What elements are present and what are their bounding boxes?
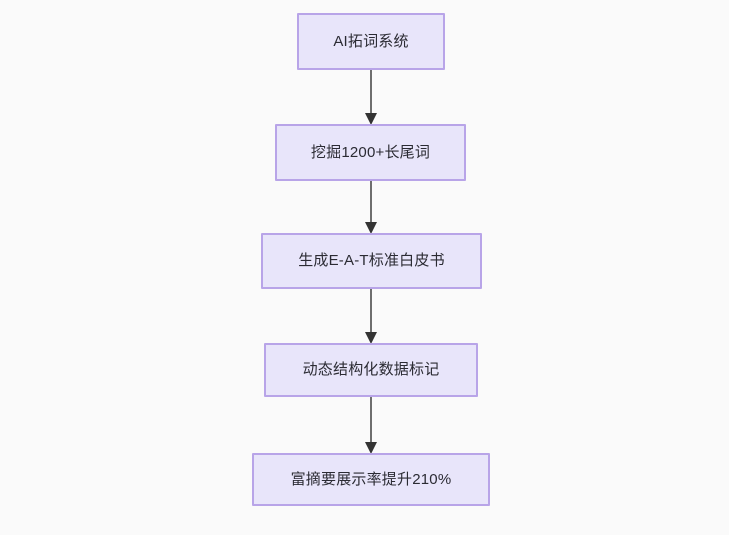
flowchart-node-ai-keyword-system[interactable]: AI拓词系统 xyxy=(297,13,445,70)
edge-n2-n3 xyxy=(361,181,381,235)
flowchart-node-rich-snippet-rate-increase[interactable]: 富摘要展示率提升210% xyxy=(252,453,490,506)
node-label: 生成E-A-T标准白皮书 xyxy=(298,252,445,269)
node-label: AI拓词系统 xyxy=(333,32,409,50)
edge-n1-n2 xyxy=(361,70,381,126)
flowchart-node-generate-eat-whitepaper[interactable]: 生成E-A-T标准白皮书 xyxy=(261,233,482,289)
edge-n3-n4 xyxy=(361,289,381,345)
node-label: 富摘要展示率提升210% xyxy=(290,470,452,488)
edge-n4-n5 xyxy=(361,397,381,455)
node-label: 动态结构化数据标记 xyxy=(302,361,440,378)
flowchart-node-dynamic-structured-data-markup[interactable]: 动态结构化数据标记 xyxy=(264,343,478,397)
node-label: 挖掘1200+长尾词 xyxy=(310,143,431,161)
flowchart-node-mine-longtail-keywords[interactable]: 挖掘1200+长尾词 xyxy=(275,124,466,181)
